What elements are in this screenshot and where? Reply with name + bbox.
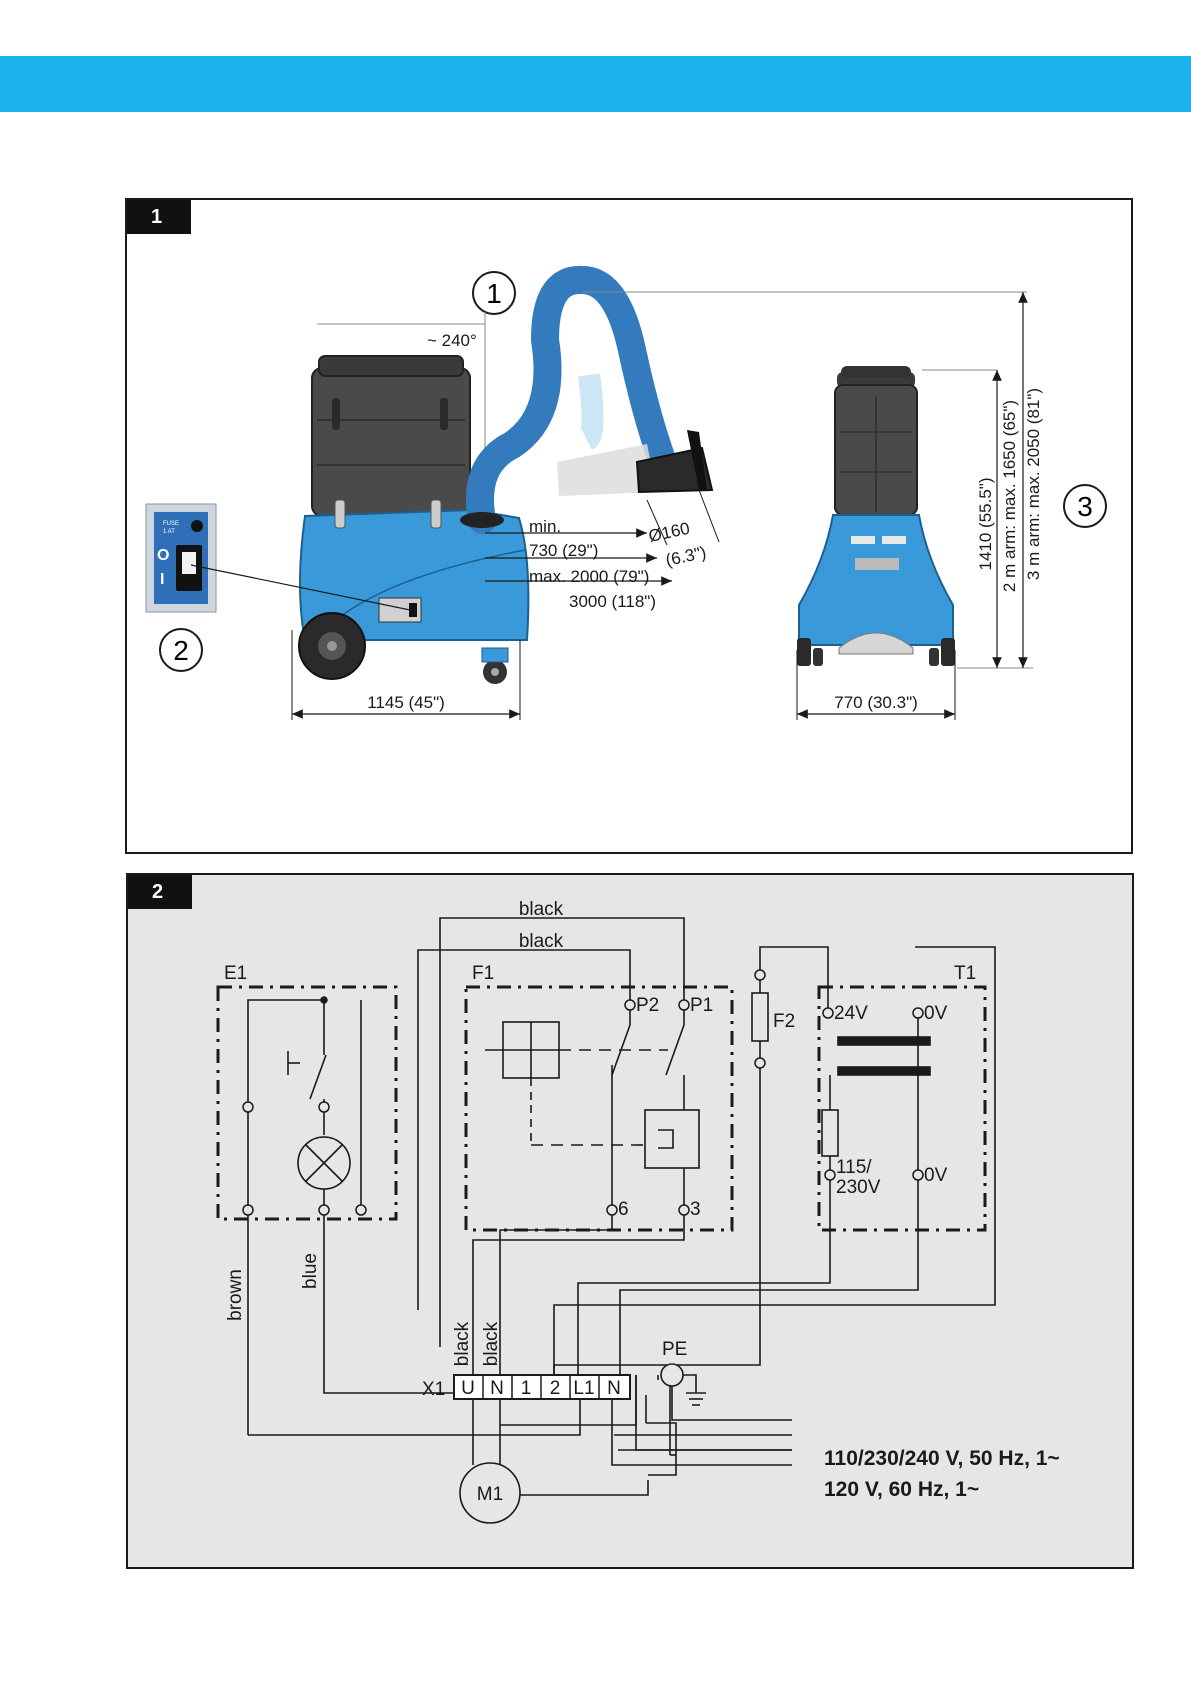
figure-2-tag: 2 (128, 875, 192, 909)
figure-2-panel: 2 (126, 873, 1134, 1569)
svg-text:2: 2 (173, 635, 189, 666)
label-f2: F2 (773, 1011, 795, 1032)
diameter-in: (6.3") (664, 543, 708, 570)
label-t1: T1 (954, 963, 976, 984)
svg-text:1: 1 (521, 1378, 532, 1399)
dimension-drawing: 1 ~ 240° (145, 266, 1107, 720)
header-band (0, 56, 1191, 112)
switch-panel: FUSE 1 AT O I (145, 503, 411, 613)
figure-1-tag: 1 (127, 200, 191, 234)
wire-label-black-4: black (481, 1321, 502, 1366)
svg-text:O: O (157, 547, 169, 564)
min-value: 730 (29") (529, 541, 598, 560)
height-2m: 2 m arm: max. 1650 (65") (1000, 400, 1019, 592)
svg-text:0V: 0V (924, 1003, 948, 1024)
height-dim: 1410 (55.5") (976, 478, 995, 571)
length-dim: 1145 (45") (367, 693, 445, 712)
svg-text:P2: P2 (636, 995, 659, 1016)
width-dim: 770 (30.3") (834, 693, 918, 712)
svg-text:N: N (490, 1378, 504, 1399)
svg-text:0V: 0V (924, 1165, 948, 1186)
svg-text:115/: 115/ (836, 1157, 872, 1178)
svg-text:L1: L1 (573, 1378, 594, 1399)
svg-text:FUSE: FUSE (163, 521, 179, 527)
label-m1: M1 (477, 1484, 503, 1505)
figure-1-panel: 1 1 ~ 240° (125, 198, 1133, 854)
svg-text:U: U (461, 1378, 475, 1399)
angle-label: ~ 240° (427, 331, 477, 350)
svg-text:1 AT: 1 AT (163, 529, 175, 535)
svg-text:24V: 24V (834, 1003, 868, 1024)
wire-label-blue: blue (300, 1253, 321, 1289)
min-label: min. (529, 517, 561, 536)
label-f1: F1 (472, 963, 494, 984)
callout-3: 3 (1063, 484, 1107, 528)
wire-label-black-2: black (519, 931, 564, 952)
reach-3m: 3000 (118") (569, 592, 656, 611)
svg-text:P1: P1 (690, 995, 713, 1016)
wiring-diagram: U N 1 2 L1 N black black E1 F1 F2 T1 P2 … (216, 899, 1060, 1524)
svg-text:6: 6 (618, 1199, 629, 1220)
svg-text:3: 3 (690, 1199, 701, 1220)
wire-label-black-3: black (452, 1321, 473, 1366)
diameter: Ø160 (647, 519, 692, 546)
supply-line-2: 120 V, 60 Hz, 1~ (824, 1478, 979, 1501)
svg-text:230V: 230V (836, 1177, 881, 1198)
label-pe: PE (662, 1339, 687, 1360)
label-e1: E1 (224, 963, 247, 984)
svg-text:2: 2 (550, 1378, 561, 1399)
max-reach: max. 2000 (79") (529, 567, 649, 586)
terminal-block-x1: U N 1 2 L1 N (453, 1374, 631, 1400)
svg-text:3: 3 (1077, 491, 1093, 522)
front-view-machine (797, 366, 955, 666)
svg-text:1: 1 (486, 278, 502, 309)
height-3m: 3 m arm: max. 2050 (81") (1024, 388, 1043, 580)
wire-label-brown: brown (225, 1269, 246, 1321)
svg-text:I: I (160, 571, 164, 588)
label-x1: X1 (422, 1379, 445, 1400)
side-view-machine (298, 266, 714, 684)
supply-line-1: 110/230/240 V, 50 Hz, 1~ (824, 1447, 1060, 1470)
wire-label-black-1: black (519, 899, 564, 920)
svg-text:N: N (607, 1378, 621, 1399)
callout-1: 1 (472, 271, 516, 315)
callout-2: 2 (159, 628, 203, 672)
